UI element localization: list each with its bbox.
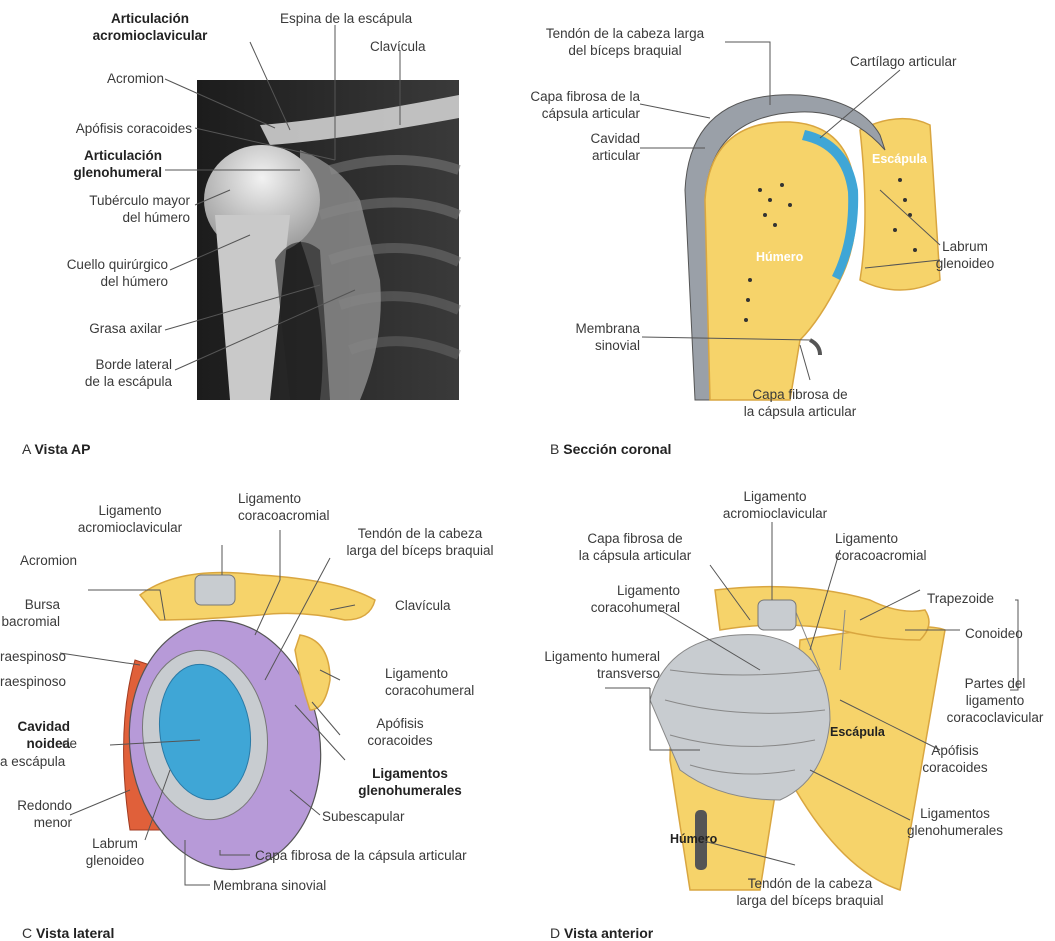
label-c-lig-coracoacromial: Ligamento coracoacromial (238, 490, 330, 524)
label-c-tendon: Tendón de la cabeza larga del bíceps bra… (320, 525, 520, 559)
label-d-lig-coracohumeral: Ligamento coracohumeral (560, 582, 680, 616)
caption-a-letter: A (22, 441, 31, 457)
label-c-capa-fibrosa: Capa fibrosa de la cápsula articular (255, 847, 467, 864)
panel-a: Articulación acromioclavicular Espina de… (0, 0, 520, 470)
label-c-supraespinoso: raespinoso (0, 648, 66, 665)
label-c-lig-coracohumeral: Ligamento coracohumeral (385, 665, 474, 699)
label-c-clavicula: Clavícula (395, 597, 451, 614)
label-c-acromion: Acromion (20, 552, 77, 569)
caption-a: A Vista AP (22, 441, 91, 457)
label-b-escapula: Escápula (872, 152, 928, 166)
label-b-cartilago: Cartílago articular (850, 53, 957, 70)
label-a-glenohumeral: Articulación glenohumeral (30, 147, 162, 181)
caption-c-letter: C (22, 925, 32, 941)
caption-a-text: Vista AP (34, 441, 90, 457)
label-d-conoideo: Conoideo (965, 625, 1023, 642)
label-a-tuberculo: Tubérculo mayor del húmero (20, 192, 190, 226)
caption-b-text: Sección coronal (563, 441, 671, 457)
panel-d: Escápula Húmero Ligamento acromioclavicu… (540, 470, 1055, 940)
label-d-tendon: Tendón de la cabeza larga del bíceps bra… (710, 875, 910, 909)
label-a-cuello: Cuello quirúrgico del húmero (10, 256, 168, 290)
caption-d-text: Vista anterior (564, 925, 653, 941)
label-c-redondo: Redondo menor (0, 797, 72, 831)
caption-b-letter: B (550, 441, 559, 457)
label-d-lig-acromioclavicular: Ligamento acromioclavicular (700, 488, 850, 522)
label-a-acromioclavicular: Articulación acromioclavicular (45, 10, 255, 44)
label-d-trapezoide: Trapezoide (927, 590, 994, 607)
label-d-lig-humeral: Ligamento humeral transverso (530, 648, 660, 682)
caption-b: B Sección coronal (550, 441, 671, 457)
label-a-espina: Espina de la escápula (280, 10, 412, 27)
panel-b: Húmero Escápula Tendón de la cabeza larg… (520, 0, 1055, 470)
label-c-coracoides: Apófisis coracoides (360, 715, 440, 749)
label-d-lig-coracoacromial: Ligamento coracoacromial (835, 530, 927, 564)
label-a-borde: Borde lateral de la escápula (20, 356, 172, 390)
label-d-humero: Húmero (670, 832, 718, 846)
label-c-infraespinoso: raespinoso (0, 673, 66, 690)
label-c-cavidad-suffix: de (62, 735, 77, 752)
caption-d-letter: D (550, 925, 560, 941)
label-c-cavidad-line3: a escápula (0, 753, 65, 770)
label-b-capa-fibrosa2: Capa fibrosa de la cápsula articular (720, 386, 880, 420)
label-c-membrana: Membrana sinovial (213, 877, 326, 894)
label-d-capa-fibrosa: Capa fibrosa de la cápsula articular (560, 530, 710, 564)
label-a-acromion: Acromion (60, 70, 164, 87)
panel-c: Ligamento acromioclavicular Ligamento co… (0, 470, 540, 940)
caption-c-text: Vista lateral (36, 925, 114, 941)
label-a-grasa: Grasa axilar (30, 320, 162, 337)
caption-d: D Vista anterior (550, 925, 653, 941)
label-d-escapula: Escápula (830, 725, 886, 739)
label-a-clavicula: Clavícula (370, 38, 426, 55)
label-b-labrum: Labrum glenoideo (930, 238, 1000, 272)
label-c-bursa: Bursa bacromial (0, 596, 60, 630)
label-b-membrana: Membrana sinovial (540, 320, 640, 354)
label-c-labrum: Labrum glenoideo (75, 835, 155, 869)
caption-c: C Vista lateral (22, 925, 114, 941)
label-c-cavidad-main: Cavidad noidea (10, 718, 70, 752)
label-b-tendon: Tendón de la cabeza larga del bíceps bra… (520, 25, 730, 59)
label-c-lig-glenohumerales: Ligamentos glenohumerales (345, 765, 475, 799)
label-d-lig-glenohumerales: Ligamentos glenohumerales (895, 805, 1015, 839)
label-d-partes: Partes del ligamento coracoclavicular (935, 675, 1055, 726)
label-b-humero: Húmero (756, 250, 804, 264)
label-c-lig-acromioclavicular: Ligamento acromioclavicular (55, 502, 205, 536)
label-b-capa-fibrosa: Capa fibrosa de la cápsula articular (490, 88, 640, 122)
label-b-cavidad: Cavidad articular (540, 130, 640, 164)
label-c-subescapular: Subescapular (322, 808, 405, 825)
label-a-coracoides: Apófisis coracoides (0, 120, 192, 137)
label-d-coracoides: Apófisis coracoides (910, 742, 1000, 776)
